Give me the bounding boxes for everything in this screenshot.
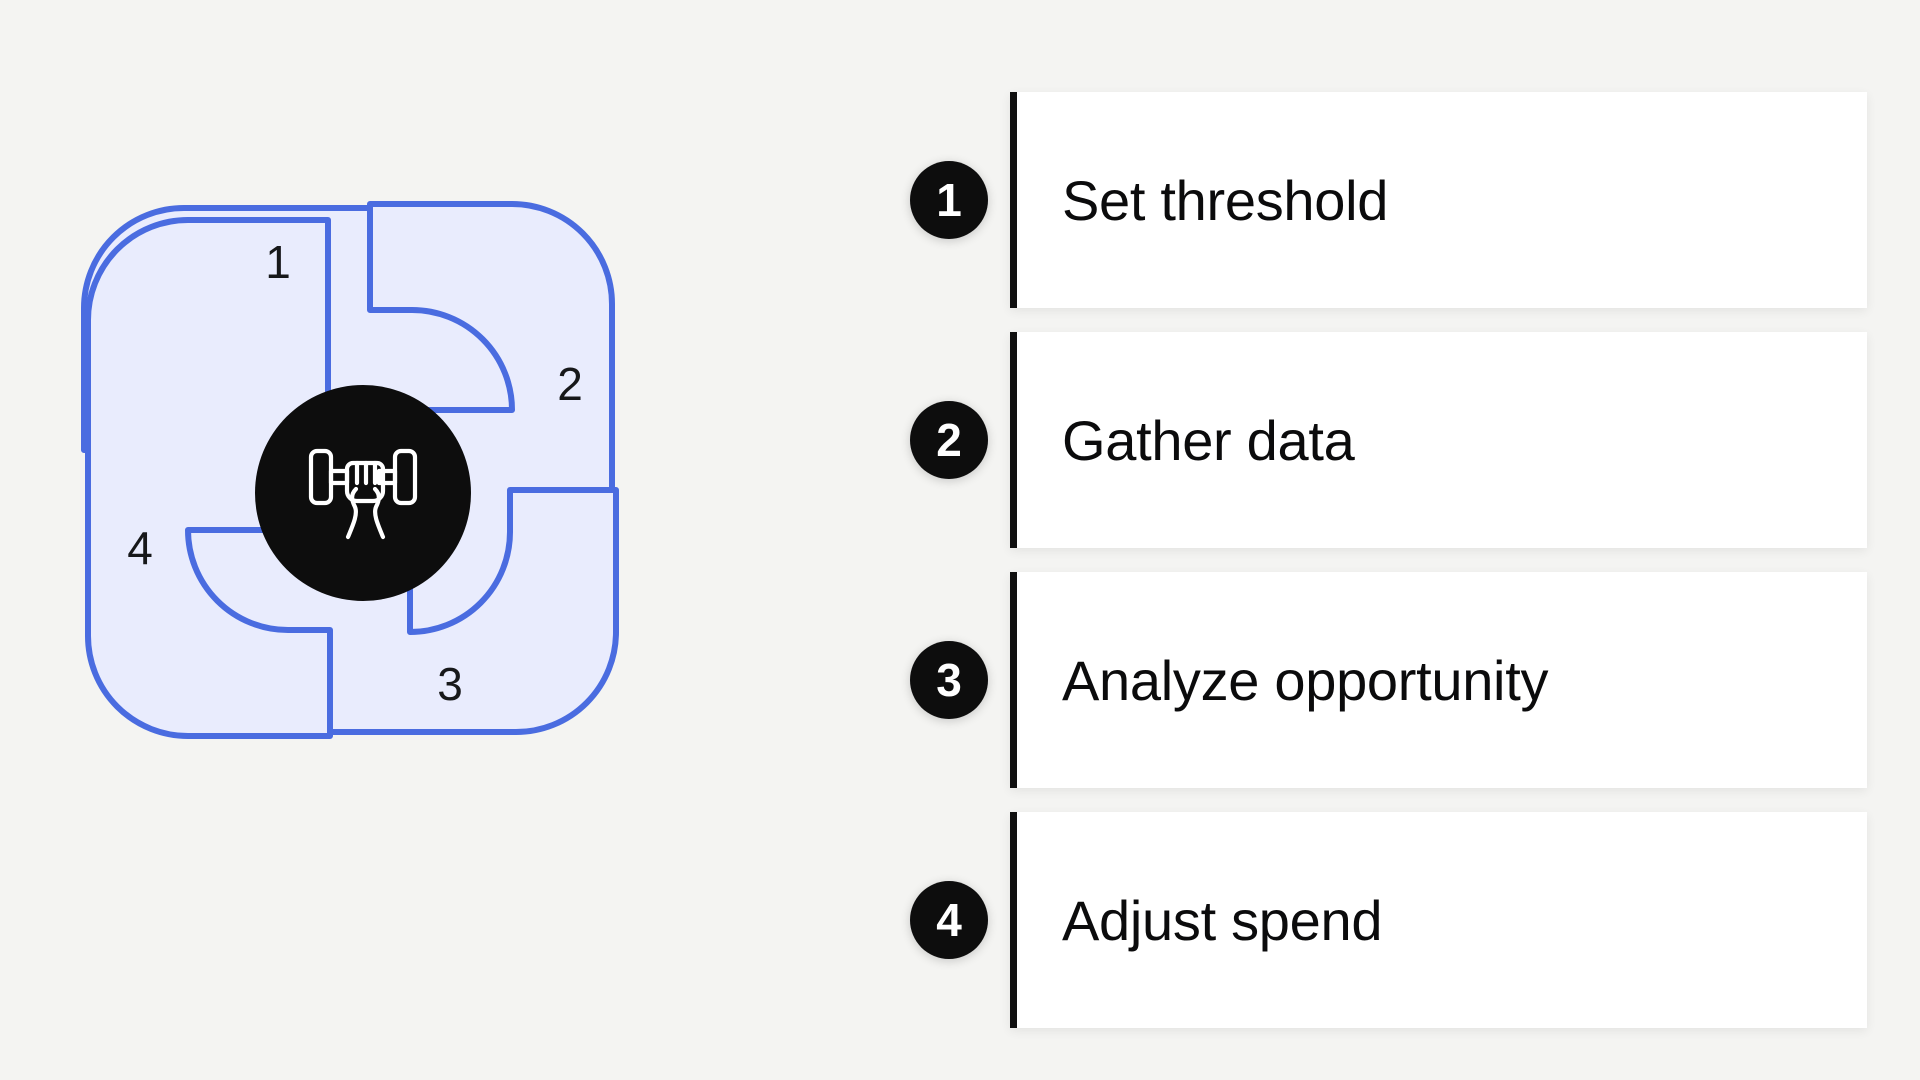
pinwheel-diagram: 1 2 3 4: [0, 0, 900, 1080]
dumbbell-hand-icon: [308, 448, 418, 540]
petal-number-4: 4: [127, 522, 153, 574]
step-card-4[interactable]: Adjust spend: [1010, 812, 1867, 1028]
list-item[interactable]: 2 Gather data: [900, 332, 1880, 548]
step-label-4: Adjust spend: [1062, 888, 1383, 952]
steps-list: 1 Set threshold 2 Gather data 3 Analyze …: [900, 92, 1880, 1052]
step-label-3: Analyze opportunity: [1062, 648, 1549, 712]
step-badge-1: 1: [910, 161, 988, 239]
list-item[interactable]: 4 Adjust spend: [900, 812, 1880, 1028]
step-badge-4: 4: [910, 881, 988, 959]
step-card-2[interactable]: Gather data: [1010, 332, 1867, 548]
diagram-center-badge: [255, 385, 471, 601]
step-badge-2: 2: [910, 401, 988, 479]
petal-number-3: 3: [437, 658, 463, 710]
list-item[interactable]: 3 Analyze opportunity: [900, 572, 1880, 788]
step-card-3[interactable]: Analyze opportunity: [1010, 572, 1867, 788]
step-badge-3: 3: [910, 641, 988, 719]
step-label-1: Set threshold: [1062, 168, 1389, 232]
petal-number-1: 1: [265, 236, 291, 288]
step-label-2: Gather data: [1062, 408, 1355, 472]
pinwheel-graphic: 1 2 3 4: [60, 170, 820, 790]
step-card-1[interactable]: Set threshold: [1010, 92, 1867, 308]
list-item[interactable]: 1 Set threshold: [900, 92, 1880, 308]
petal-number-2: 2: [557, 358, 583, 410]
